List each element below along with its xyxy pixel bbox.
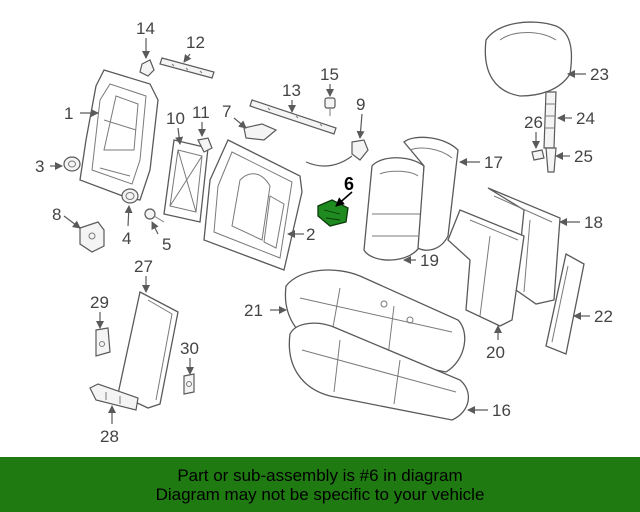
callout-6: 6 <box>344 174 354 194</box>
callout-23: 23 <box>590 65 609 84</box>
callout-4: 4 <box>122 229 131 248</box>
part-17-back-cushion-rear <box>403 136 459 251</box>
callout-1: 1 <box>64 104 73 123</box>
info-banner: Part or sub-assembly is #6 in diagram Di… <box>0 457 640 512</box>
callout-24: 24 <box>576 109 595 128</box>
callout-5: 5 <box>162 235 171 254</box>
callout-8: 8 <box>52 205 61 224</box>
callout-21: 21 <box>244 301 263 320</box>
callout-13: 13 <box>282 81 301 100</box>
part-14-hook <box>139 59 155 77</box>
callout-20: 20 <box>486 343 505 362</box>
callout-25: 25 <box>574 147 593 166</box>
callout-17: 17 <box>484 153 503 172</box>
part-4-clip <box>121 188 139 204</box>
callout-19: 19 <box>420 251 439 270</box>
part-9-cable <box>305 139 369 167</box>
callout-15: 15 <box>320 65 339 84</box>
part-10-panel <box>163 139 209 223</box>
callout-29: 29 <box>90 293 109 312</box>
part-2-seatback-main <box>203 139 303 271</box>
callout-18: 18 <box>584 213 603 232</box>
part-15-fastener <box>324 97 336 116</box>
part-6-highlighted[interactable] <box>317 199 349 227</box>
callout-26: 26 <box>524 113 543 132</box>
banner-line-2: Diagram may not be specific to your vehi… <box>155 484 485 504</box>
part-22-side-trim <box>545 253 585 355</box>
part-26-lock-clip <box>531 149 545 161</box>
part-5-bolt <box>144 208 165 223</box>
callout-16: 16 <box>492 401 511 420</box>
callout-10: 10 <box>166 109 185 128</box>
callout-2: 2 <box>306 225 315 244</box>
part-27-armrest <box>117 291 179 409</box>
parts-diagram: 1 2 3 4 5 6 7 8 9 10 11 12 13 14 15 16 1… <box>35 19 613 446</box>
callout-12: 12 <box>186 33 205 52</box>
callout-labels: 1 2 3 4 5 6 7 8 9 10 11 12 13 14 15 16 1… <box>35 19 613 446</box>
part-25-guide-sleeve <box>545 147 557 173</box>
banner-line-1: Part or sub-assembly is #6 in diagram <box>177 465 463 485</box>
part-13-rail <box>249 99 337 135</box>
part-24-headrest-guide <box>543 91 557 149</box>
part-20-bolster <box>447 209 525 327</box>
callout-14: 14 <box>136 19 155 38</box>
part-16-seat-cushion-base <box>288 322 470 421</box>
callout-11: 11 <box>192 103 210 122</box>
part-28-hinge <box>89 383 139 411</box>
callout-3: 3 <box>35 157 44 176</box>
part-3-grommet <box>63 156 81 172</box>
callout-22: 22 <box>594 307 613 326</box>
part-23-headrest <box>484 21 573 97</box>
callout-9: 9 <box>356 95 365 114</box>
callout-30: 30 <box>180 339 199 358</box>
callout-28: 28 <box>100 427 119 446</box>
callout-7: 7 <box>222 102 231 121</box>
part-12-strip <box>159 57 215 79</box>
part-8-bracket <box>79 221 105 253</box>
part-30-bracket <box>183 373 195 395</box>
part-7-latch-cover <box>243 123 278 141</box>
leader-lines <box>50 38 590 424</box>
callout-27: 27 <box>134 257 153 276</box>
part-11-retainer <box>197 137 213 153</box>
part-29-bracket <box>95 327 111 357</box>
part-1-seatback-frame <box>79 69 159 201</box>
part-19-back-cushion <box>363 157 425 261</box>
